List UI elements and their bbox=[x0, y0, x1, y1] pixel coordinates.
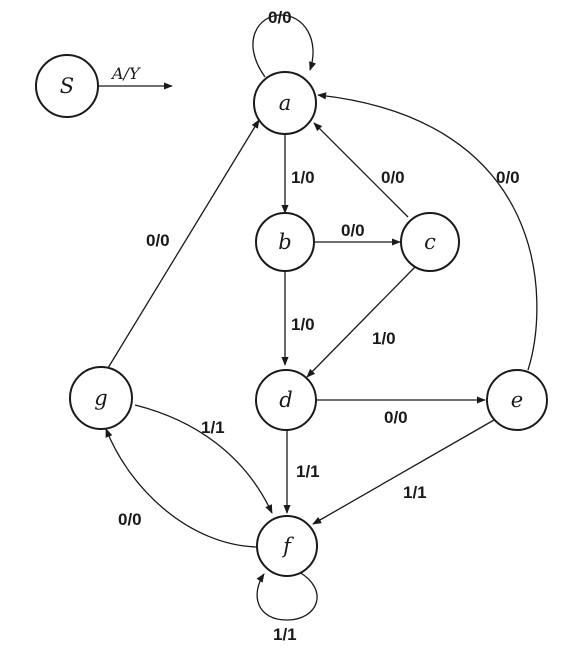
state-d: d bbox=[255, 369, 317, 431]
edge-label-c-a: 0/0 bbox=[381, 168, 405, 187]
edge-label-f-g: 0/0 bbox=[118, 510, 142, 529]
state-b-label: b bbox=[278, 230, 291, 254]
state-f-circle bbox=[256, 515, 318, 577]
edge-label-c-d: 1/0 bbox=[372, 329, 396, 348]
state-a: a bbox=[253, 71, 317, 135]
legend-state-label: S bbox=[60, 74, 74, 98]
edge-label-a-a: 0/0 bbox=[268, 8, 292, 27]
edge-label-f-f: 1/1 bbox=[273, 625, 297, 644]
edge-label-d-e: 0/0 bbox=[384, 408, 408, 427]
state-c-label: c bbox=[424, 230, 436, 254]
edge-e-a bbox=[317, 92, 538, 371]
edge-label-b-d: 1/0 bbox=[291, 315, 315, 334]
state-g-circle bbox=[69, 366, 133, 430]
edge-g-f bbox=[134, 404, 273, 514]
state-a-circle bbox=[253, 71, 317, 135]
edge-c-d bbox=[306, 266, 416, 378]
state-b-circle bbox=[255, 212, 315, 272]
state-e-label: e bbox=[511, 388, 523, 412]
states: a b c d e f g bbox=[69, 71, 548, 577]
state-c: c bbox=[400, 212, 460, 272]
edge-label-a-b: 1/0 bbox=[291, 168, 315, 187]
legend-output-label: A/Y bbox=[110, 64, 141, 83]
state-a-label: a bbox=[279, 91, 292, 115]
edge-e-f bbox=[312, 419, 495, 525]
state-b: b bbox=[255, 212, 315, 272]
state-f-label: f bbox=[281, 534, 294, 558]
edge-label-d-f: 1/1 bbox=[296, 462, 320, 481]
state-g: g bbox=[69, 366, 133, 430]
edge-c-a bbox=[313, 122, 409, 218]
legend-state-circle bbox=[35, 54, 99, 118]
edge-f-g bbox=[105, 428, 258, 548]
state-d-circle bbox=[255, 369, 317, 431]
state-d-label: d bbox=[279, 388, 292, 412]
edge-label-g-a: 0/0 bbox=[146, 231, 170, 250]
edge-g-a bbox=[107, 119, 260, 369]
edge-label-e-f: 1/1 bbox=[403, 483, 427, 502]
legend: S A/Y bbox=[35, 54, 173, 118]
edge-label-b-c: 0/0 bbox=[341, 221, 365, 240]
state-e-circle bbox=[486, 369, 548, 431]
state-e: e bbox=[486, 369, 548, 431]
edge-a-a bbox=[252, 14, 316, 78]
edges: 0/0 1/0 0/0 0/0 0/0 0/0 1/0 1/0 0/0 1/1 … bbox=[105, 8, 538, 644]
edge-label-g-f: 1/1 bbox=[201, 418, 225, 437]
state-c-circle bbox=[400, 212, 460, 272]
edge-label-e-a: 0/0 bbox=[496, 168, 520, 187]
state-f: f bbox=[256, 515, 318, 577]
edge-f-f bbox=[256, 571, 318, 621]
state-g-label: g bbox=[94, 386, 107, 410]
